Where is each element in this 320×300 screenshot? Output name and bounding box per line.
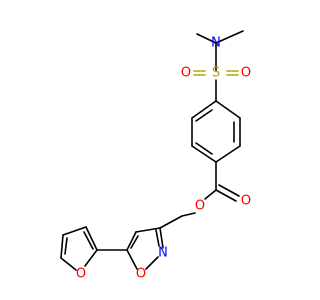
atom-ester-o-double: O bbox=[241, 194, 251, 209]
bond-furan-c3-c2-inner bbox=[83, 231, 94, 250]
bond-co-double-b bbox=[218, 184, 240, 197]
bond-isox-n-o bbox=[145, 256, 159, 270]
bond-methyl-right bbox=[215, 30, 244, 44]
atom-sulfonyl-o-right: O bbox=[241, 66, 251, 81]
atom-sulfonyl-s: S bbox=[212, 66, 220, 81]
bond-furan-c2-o bbox=[84, 249, 98, 267]
bond-o-ch2 bbox=[181, 212, 196, 217]
bond-furan-o-c5 bbox=[60, 257, 77, 271]
atom-ester-o-single: O bbox=[195, 199, 205, 214]
bond-ring-1 bbox=[215, 100, 241, 119]
bond-ring-inner-2 bbox=[195, 142, 213, 155]
atom-isoxazole-o: O bbox=[136, 267, 146, 282]
bond-methyl-left bbox=[196, 33, 217, 44]
bond-ring-3 bbox=[215, 145, 241, 163]
bond-isox-c5-c4 bbox=[126, 231, 137, 251]
bond-ch2-ring bbox=[159, 215, 183, 229]
atom-furan-o: O bbox=[76, 267, 86, 282]
molecule-canvas: N S O O O O N O O bbox=[60, 30, 251, 282]
atom-isoxazole-n: N bbox=[158, 246, 168, 261]
bond-isox-c3-n bbox=[159, 227, 164, 249]
atom-sulfonyl-o-left: O bbox=[181, 66, 191, 81]
bond-furan-c5-c4 bbox=[60, 234, 64, 259]
bond-isox-c3-n-inner bbox=[155, 229, 160, 247]
bond-furan-c4-c3 bbox=[62, 226, 87, 236]
bond-c-o-single bbox=[204, 189, 217, 200]
bond-isox-c5-c4-inner bbox=[130, 235, 139, 249]
structure-diagram: N S O O O O N O O bbox=[60, 30, 251, 282]
bond-furan-c3-c2 bbox=[85, 226, 98, 251]
atom-amine-n: N bbox=[211, 36, 221, 51]
bond-ring-4 bbox=[191, 145, 217, 163]
bond-ring-inner-3 bbox=[195, 109, 213, 122]
bond-furan-c5-c4-inner bbox=[64, 237, 68, 255]
bond-isox-o-c5 bbox=[126, 249, 138, 270]
bond-isox-c4-c3 bbox=[135, 227, 161, 233]
bond-ring-6 bbox=[191, 100, 217, 119]
bond-co-double-a bbox=[215, 189, 237, 202]
